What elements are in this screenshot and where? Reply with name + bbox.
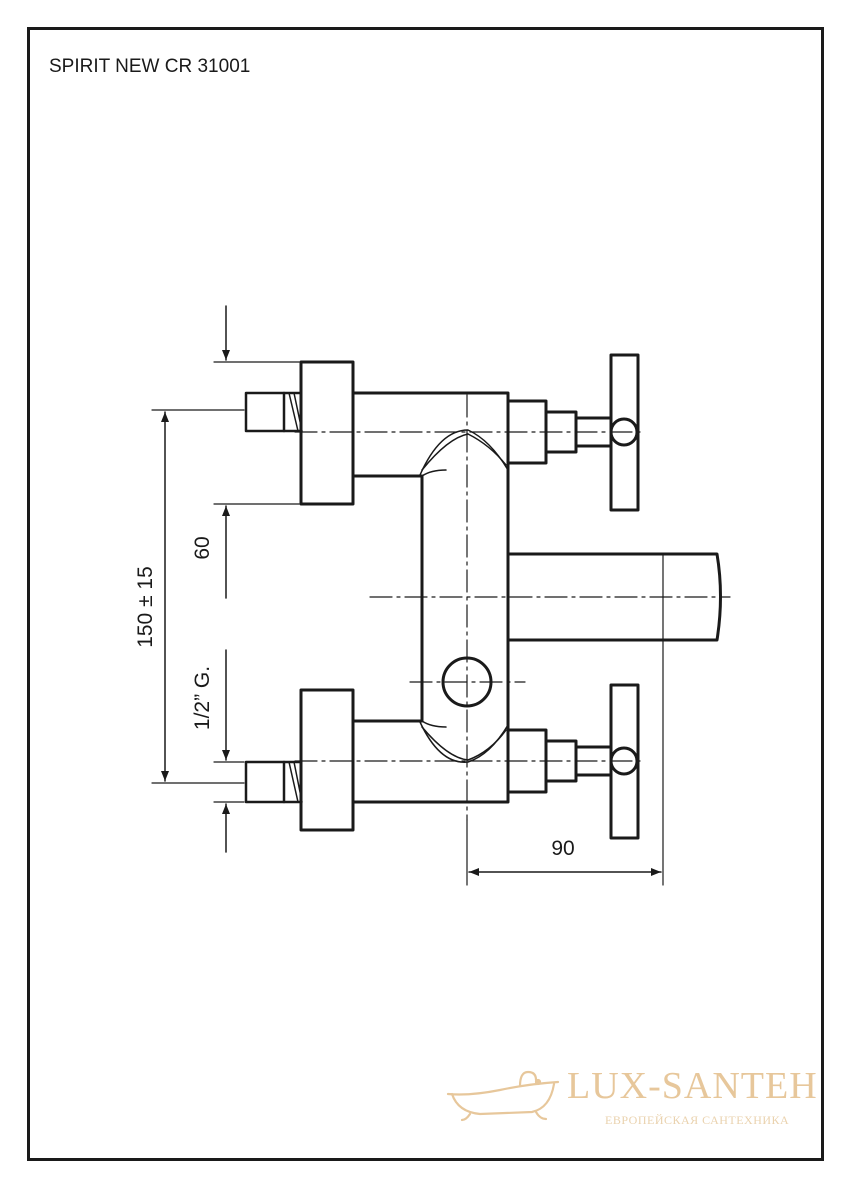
center-lines [294,394,731,821]
dimension-thread-label: 1/2” G. [191,666,214,730]
bathtub-icon [446,1070,560,1122]
bottom-wall-flange [299,688,355,832]
top-eccentric-connector [244,391,303,433]
dimension-centers-label: 150 ± 15 [134,566,157,648]
drawing-frame [27,27,824,1161]
dimension-lines [161,305,662,876]
watermark: LUX-SANTEH ЕВРОПЕЙСКАЯ САНТЕХНИКА [440,1060,840,1140]
watermark-tagline: ЕВРОПЕЙСКАЯ САНТЕХНИКА [605,1113,790,1127]
dimension-spout-label: 90 [551,837,574,860]
dimension-offset-label: 60 [191,536,214,559]
drawing-title: SPIRIT NEW CR 31001 [49,56,251,77]
top-wall-flange [299,360,355,506]
extension-lines [151,361,664,886]
body-lens-contours [419,429,509,763]
watermark-name: LUX-SANTEH [567,1065,818,1107]
bottom-eccentric-connector [244,760,303,804]
